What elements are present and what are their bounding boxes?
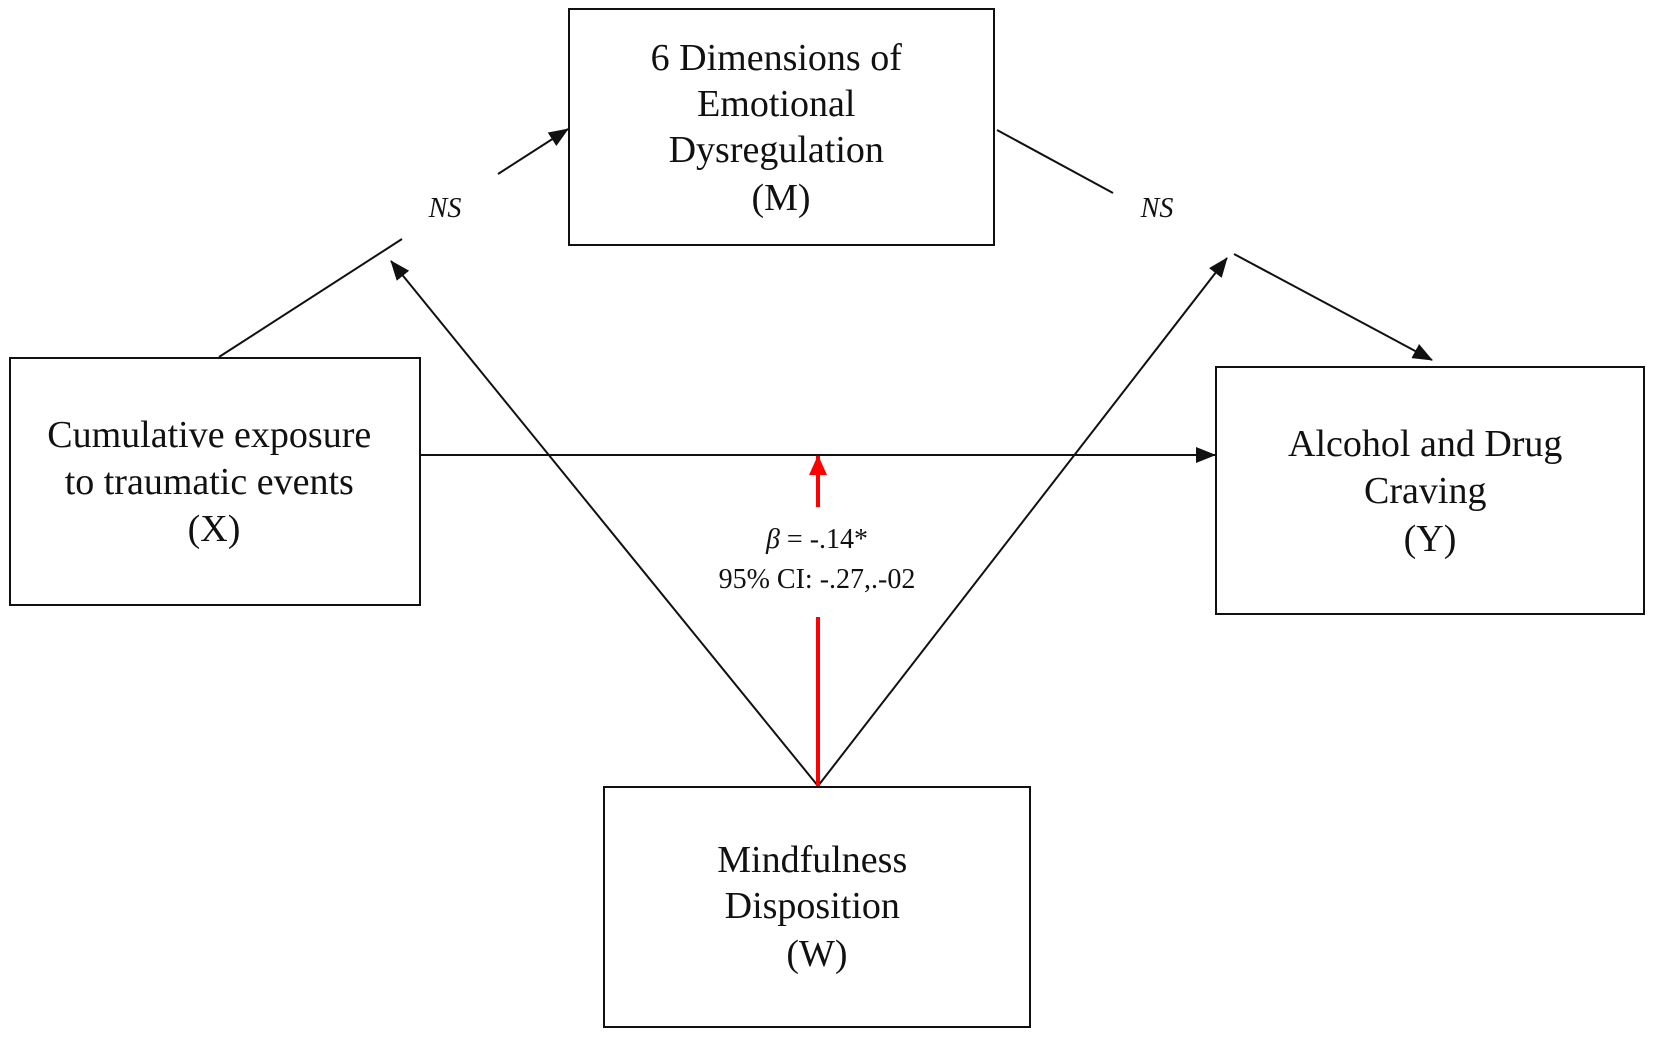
- moderation-a-path-arrow: [390, 260, 819, 787]
- mediator-label-line: Emotional: [697, 83, 855, 125]
- outcome-label-line: Craving: [1364, 470, 1486, 512]
- path-a-ns-label: NS: [428, 193, 462, 224]
- moderation-b-path-arrow: [817, 257, 1228, 787]
- outcome-label-line: Alcohol and Drug: [1288, 423, 1562, 465]
- predictor-label-line: to traumatic events: [65, 461, 354, 503]
- mediator-label-line: Dysregulation: [669, 129, 884, 171]
- moderator-box: [603, 786, 1031, 1028]
- moderator-label: Mindfulness Disposition (W): [717, 839, 917, 975]
- predictor-label-line: (X): [188, 508, 241, 550]
- moderation-beta-label: β = -.14*: [765, 524, 868, 555]
- path-b-ns-label: NS: [1140, 193, 1174, 224]
- mediator-label-line: 6 Dimensions of: [651, 37, 903, 79]
- outcome-label: Alcohol and Drug Craving (Y): [1288, 423, 1572, 560]
- path-a-upper-arrow: [497, 128, 569, 175]
- mediator-label: 6 Dimensions of Emotional Dysregulation …: [651, 37, 912, 219]
- path-b-lower-arrow: [1233, 253, 1433, 361]
- moderator-label-line: Disposition: [725, 885, 900, 927]
- beta-value: = -.14*: [780, 524, 868, 555]
- path-a-lower-segment: [218, 238, 403, 358]
- beta-symbol: β: [765, 524, 780, 555]
- moderator-label-line: Mindfulness: [717, 839, 907, 881]
- path-b-upper-segment: [996, 129, 1114, 194]
- predictor-box: [9, 357, 421, 606]
- outcome-box: [1215, 366, 1645, 615]
- outcome-label-line: (Y): [1404, 518, 1457, 560]
- mediator-box: [568, 8, 995, 246]
- moderation-ci-label: 95% CI: -.27,.-02: [719, 564, 916, 595]
- predictor-label: Cumulative exposure to traumatic events …: [47, 414, 380, 550]
- moderator-label-line: (W): [786, 933, 847, 975]
- mediator-label-line: (M): [751, 177, 810, 219]
- predictor-label-line: Cumulative exposure: [47, 414, 371, 456]
